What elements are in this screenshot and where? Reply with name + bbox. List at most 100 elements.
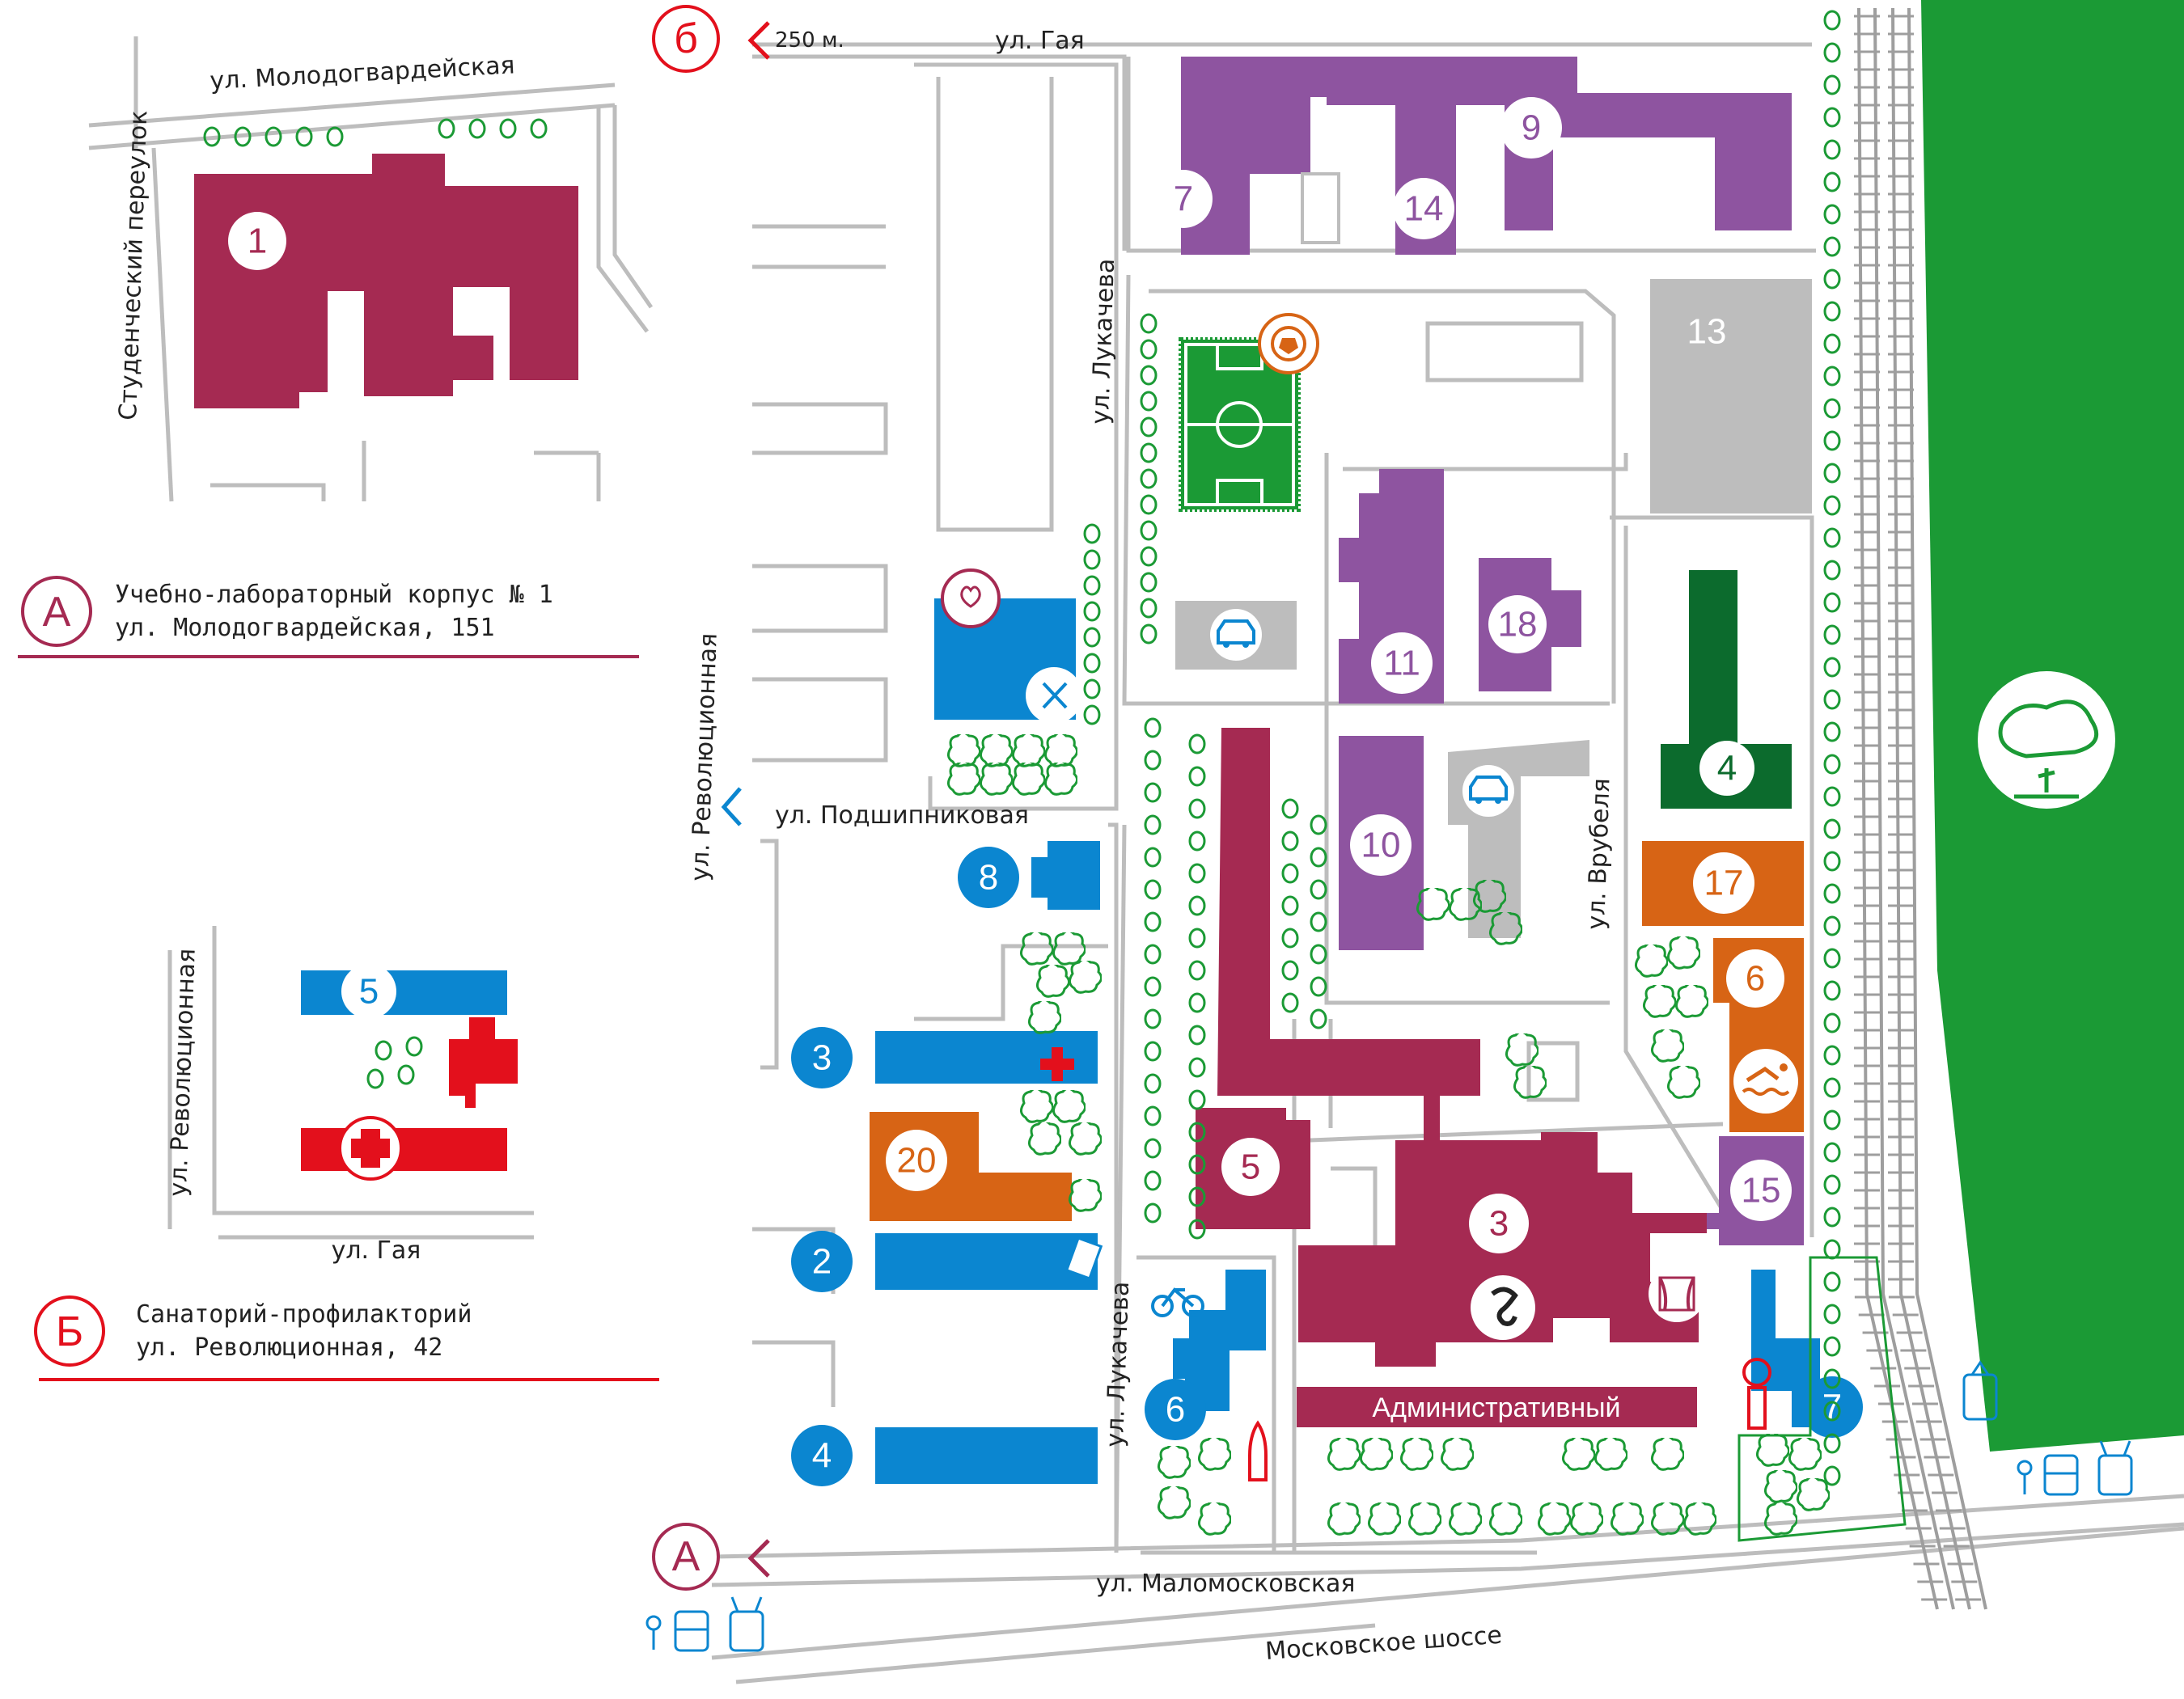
street-moskovskoe-shosse: Московское шоссе xyxy=(1264,1621,1503,1666)
svg-text:4: 4 xyxy=(1717,749,1737,788)
building-4-green[interactable]: 4 xyxy=(1699,741,1754,796)
chevron-left-icon xyxy=(747,21,770,60)
svg-text:3: 3 xyxy=(1489,1204,1509,1244)
svg-text:8: 8 xyxy=(979,858,998,898)
svg-text:15: 15 xyxy=(1742,1171,1781,1211)
marker-b-top[interactable]: б xyxy=(652,5,770,73)
distance-label: 250 м. xyxy=(775,28,844,53)
health-care-icon xyxy=(941,568,1001,628)
svg-text:4: 4 xyxy=(812,1436,832,1476)
building-10[interactable]: 10 xyxy=(1350,814,1412,876)
street-studencheskiy: Студенческий переулок xyxy=(114,110,153,421)
building-5-maroon[interactable]: 5 xyxy=(1221,1138,1280,1196)
legend-a: А Учебно-лабораторный корпус № 1 ул. Мол… xyxy=(18,576,639,658)
bicycle-icon xyxy=(1151,1287,1204,1317)
building-8[interactable]: 8 xyxy=(958,847,1019,908)
svg-text:Санаторий-профилакторий: Санаторий-профилакторий xyxy=(136,1300,472,1329)
main-building-shape xyxy=(1217,728,1707,1367)
building-11[interactable]: 11 xyxy=(1371,632,1433,694)
svg-text:5: 5 xyxy=(1241,1147,1260,1187)
rocket-icon xyxy=(1248,1420,1268,1481)
theater-icon xyxy=(1649,1266,1705,1322)
building-13[interactable]: 13 xyxy=(1687,312,1727,352)
svg-text:ул. Революционная, 42: ул. Революционная, 42 xyxy=(136,1333,442,1362)
svg-text:Учебно-лабораторный корпус № 1: Учебно-лабораторный корпус № 1 xyxy=(115,581,553,609)
building-2[interactable]: 2 xyxy=(791,1231,853,1292)
svg-text:20: 20 xyxy=(897,1141,937,1181)
building-4-green-shape xyxy=(1661,570,1792,809)
canteen-icon xyxy=(1026,667,1082,724)
svg-text:А: А xyxy=(43,589,71,636)
bus-icon xyxy=(2043,1454,2079,1496)
street-lukacheva-top: ул. Лукачева xyxy=(1086,258,1120,425)
street-molodogvardeyskaya: ул. Молодогвардейская xyxy=(210,51,516,95)
chevron-left-icon xyxy=(747,1539,770,1578)
svg-text:6: 6 xyxy=(1746,959,1765,999)
building-14[interactable]: 14 xyxy=(1393,178,1454,239)
building-7-purple[interactable]: 7 xyxy=(1154,170,1213,228)
inset-a-roads xyxy=(88,36,654,502)
svg-text:6: 6 xyxy=(1166,1390,1185,1430)
svg-text:ул. Молодогвардейская, 151: ул. Молодогвардейская, 151 xyxy=(115,614,495,642)
purple-complex-shape xyxy=(1181,57,1792,255)
football-icon xyxy=(1258,313,1319,374)
street-vrubelya: ул. Врубеля xyxy=(1582,778,1616,931)
svg-text:2: 2 xyxy=(812,1242,832,1282)
railway xyxy=(1857,7,1987,1610)
svg-text:9: 9 xyxy=(1522,108,1541,148)
street-lukacheva-bottom: ул. Лукачева xyxy=(1101,1281,1135,1448)
building-1[interactable]: 1 xyxy=(228,212,286,270)
street-gaya: ул. Гая xyxy=(995,27,1085,55)
svg-text:14: 14 xyxy=(1404,189,1444,229)
svg-text:Б: Б xyxy=(56,1308,83,1355)
university-logo-icon xyxy=(1471,1275,1535,1340)
bus-stop-icon xyxy=(645,1615,662,1650)
building-1-shape xyxy=(194,154,578,408)
svg-text:б: б xyxy=(674,15,698,62)
park-tree-icon xyxy=(1978,671,2115,809)
building-6-blue[interactable]: 6 xyxy=(1145,1379,1206,1440)
svg-text:3: 3 xyxy=(812,1038,832,1078)
parking-icon xyxy=(1210,609,1262,661)
street-malomoskovskaya: ул. Маломосковская xyxy=(1096,1570,1355,1598)
svg-text:А: А xyxy=(672,1533,700,1580)
building-20[interactable]: 20 xyxy=(886,1130,947,1191)
street-podshipnikovaya: ул. Подшипниковая xyxy=(775,801,1029,830)
bus-icon xyxy=(674,1610,709,1652)
parking-icon xyxy=(1462,765,1514,817)
building-6-orange[interactable]: 6 xyxy=(1726,949,1784,1008)
building-5-sanatorium[interactable]: 5 xyxy=(341,964,396,1019)
svg-text:11: 11 xyxy=(1383,644,1420,683)
tram-icon xyxy=(1962,1360,1998,1421)
svg-text:10: 10 xyxy=(1361,826,1401,865)
chevron-left-icon xyxy=(721,787,742,826)
building-18[interactable]: 18 xyxy=(1488,595,1547,653)
street-gaya-inset: ул. Гая xyxy=(332,1236,421,1265)
monument-icon xyxy=(1742,1358,1771,1430)
inset-b-roads xyxy=(167,926,534,1240)
swimming-icon xyxy=(1733,1049,1798,1114)
building-3-blue[interactable]: 3 xyxy=(791,1027,853,1088)
marker-a-bottom[interactable]: А xyxy=(652,1523,770,1591)
svg-text:18: 18 xyxy=(1498,605,1538,645)
svg-text:17: 17 xyxy=(1704,864,1744,903)
building-4-blue[interactable]: 4 xyxy=(791,1425,853,1486)
trolleybus-icon xyxy=(2097,1440,2133,1496)
building-17[interactable]: 17 xyxy=(1693,852,1754,914)
building-15[interactable]: 15 xyxy=(1730,1160,1792,1221)
inset-b-trees xyxy=(366,1036,423,1089)
building-3-maroon[interactable]: 3 xyxy=(1469,1194,1529,1253)
building-administrative[interactable]: Административный xyxy=(1372,1393,1620,1423)
railway-ties xyxy=(1854,15,1982,1601)
svg-text:5: 5 xyxy=(359,972,379,1012)
medical-cross-icon xyxy=(338,1116,403,1181)
street-revolyutsionnaya: ул. Революционная xyxy=(686,632,723,881)
svg-text:7: 7 xyxy=(1174,180,1193,219)
legend-b: Б Санаторий-профилакторий ул. Революцион… xyxy=(34,1295,659,1381)
main-roads xyxy=(711,42,2184,1684)
bus-stop-icon xyxy=(2017,1460,2033,1494)
green-area-outline xyxy=(1737,1256,1907,1542)
trolleybus-icon xyxy=(729,1596,764,1652)
building-9[interactable]: 9 xyxy=(1500,97,1562,158)
